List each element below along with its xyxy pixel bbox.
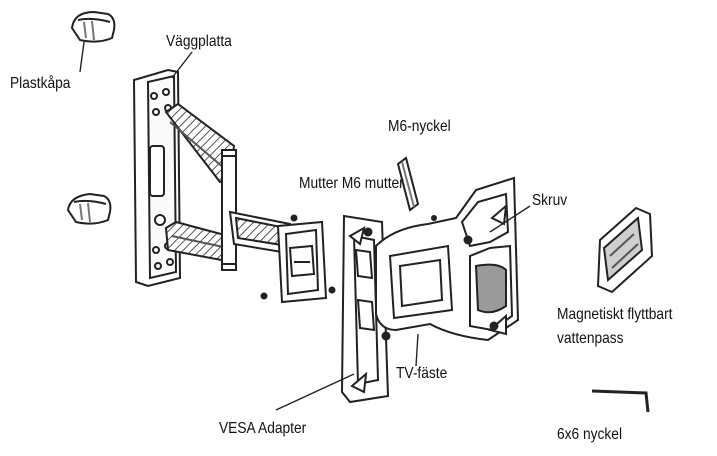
label-mutter: Mutter M6 mutter — [299, 175, 404, 192]
label-6x6-nyckel: 6x6 nyckel — [557, 426, 623, 443]
label-m6-nyckel: M6-nyckel — [388, 118, 451, 135]
center-bracket — [276, 220, 328, 304]
label-vattenpass: Magnetiskt flyttbart vattenpass — [557, 306, 673, 347]
tv-mount — [375, 176, 520, 342]
leader-lines — [79, 41, 531, 411]
label-tv-faste: TV-fäste — [396, 365, 448, 382]
label-skruv: Skruv — [532, 192, 568, 209]
plastic-cap-top — [70, 10, 116, 43]
nuts — [260, 214, 437, 300]
wall-plate — [132, 68, 182, 288]
label-vesa-adapter: VESA Adapter — [219, 420, 307, 437]
magnetic-level — [596, 206, 654, 294]
m6-key — [396, 156, 420, 212]
label-vaggplatta: Väggplatta — [166, 33, 232, 50]
articulating-arm — [164, 102, 296, 271]
label-plastkapa: Plastkåpa — [10, 75, 71, 92]
hex-key-6x6 — [591, 389, 650, 413]
plastic-cap-bottom — [66, 192, 112, 225]
